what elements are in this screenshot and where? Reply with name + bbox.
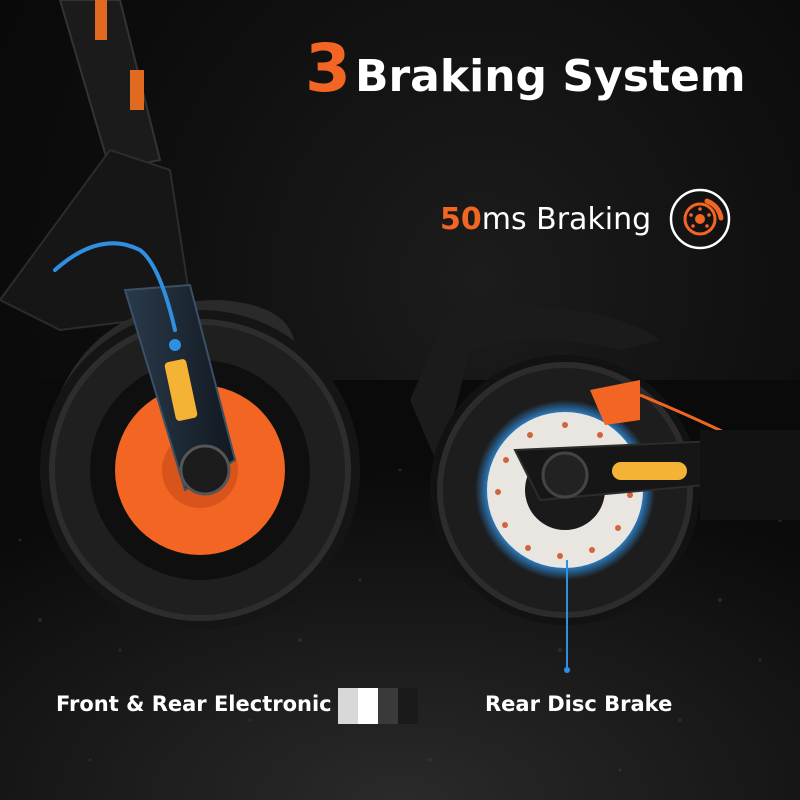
braking-time-text: ms Braking (481, 201, 652, 237)
asphalt-texture (18, 468, 782, 772)
disc-brake-icon (669, 188, 731, 250)
headline-number: 3 (305, 30, 351, 107)
headline-text: Braking System (354, 51, 746, 102)
rear-pointer (564, 560, 570, 673)
brake-disc-holes (495, 422, 633, 559)
front-rear-electronic-brake-label: Front & Rear Electronic B (56, 692, 355, 716)
rear-disc-brake-label: Rear Disc Brake (485, 692, 673, 716)
braking-feature: 50 ms Braking (440, 188, 731, 250)
braking-time-number: 50 (440, 201, 482, 237)
front-fork (53, 241, 237, 496)
headline: 3 Braking System (305, 30, 746, 110)
rear-swing-arm (513, 430, 800, 520)
front-frame (0, 0, 192, 332)
pixelated-redaction (338, 688, 418, 724)
